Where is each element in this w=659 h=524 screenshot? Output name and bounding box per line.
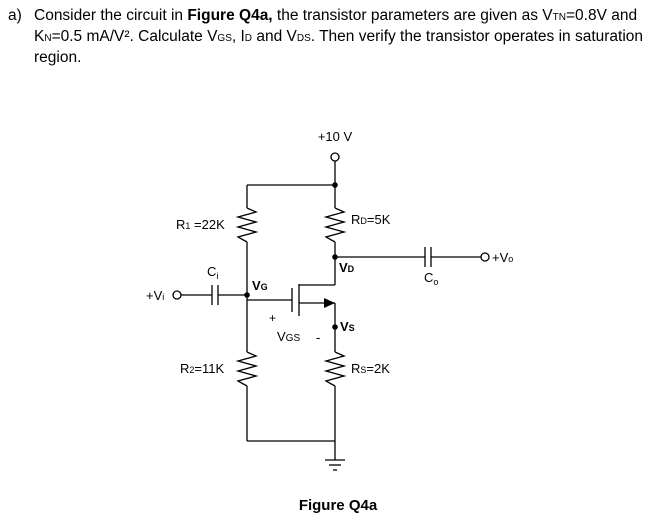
r1-resistor	[235, 207, 259, 243]
rd-label: RD=5K	[351, 212, 391, 227]
vs-label: VS	[340, 319, 355, 334]
vgs-label: VGS	[277, 329, 300, 344]
vg-label: VG	[252, 278, 268, 293]
output-terminal	[480, 252, 490, 262]
subscript: DS	[296, 33, 311, 44]
r2-resistor	[235, 351, 259, 387]
question-part: Consider the circuit in	[34, 7, 188, 24]
question-part: =0.8V and K	[34, 7, 638, 45]
vin-label: +Vi	[146, 288, 164, 303]
question-part: and V	[252, 28, 297, 45]
junction-dot	[332, 324, 338, 330]
junction-dot	[244, 292, 250, 298]
question-part: =0.5 mA/V². Calculate V	[51, 28, 218, 45]
rd-resistor	[323, 207, 347, 243]
vgs-plus: +	[269, 311, 276, 325]
rs-resistor	[323, 351, 347, 387]
vgs-minus: -	[316, 330, 320, 345]
ci-label: Ci	[207, 264, 218, 281]
mosfet-arrow	[324, 298, 335, 308]
subscript: D	[244, 33, 253, 44]
supply-label: +10 V	[318, 129, 353, 144]
input-terminal	[172, 290, 182, 300]
rs-label: RS=2K	[351, 361, 390, 376]
question-part: . Then verify the transistor operates in…	[34, 28, 644, 66]
junction-dot	[332, 254, 338, 260]
junction-dot	[332, 182, 338, 188]
subscript: GS	[217, 33, 232, 44]
figure-reference: Figure Q4a,	[187, 7, 273, 24]
vd-label: VD	[339, 260, 355, 275]
subscript: N	[44, 33, 52, 44]
co-label: Co	[424, 270, 438, 287]
subscript: TN	[552, 12, 566, 23]
r2-label: R2=11K	[180, 361, 224, 376]
r1-label: R1 =22K	[176, 217, 225, 232]
vout-label: +Vo	[492, 250, 513, 265]
question-part: the transistor parameters are given as V	[272, 7, 553, 24]
figure-caption: Figure Q4a	[299, 497, 378, 514]
question-part: , I	[231, 28, 245, 45]
question-label: a)	[8, 7, 22, 24]
question-body: Consider the circuit in Figure Q4a, the …	[34, 6, 648, 67]
supply-terminal	[330, 152, 340, 162]
